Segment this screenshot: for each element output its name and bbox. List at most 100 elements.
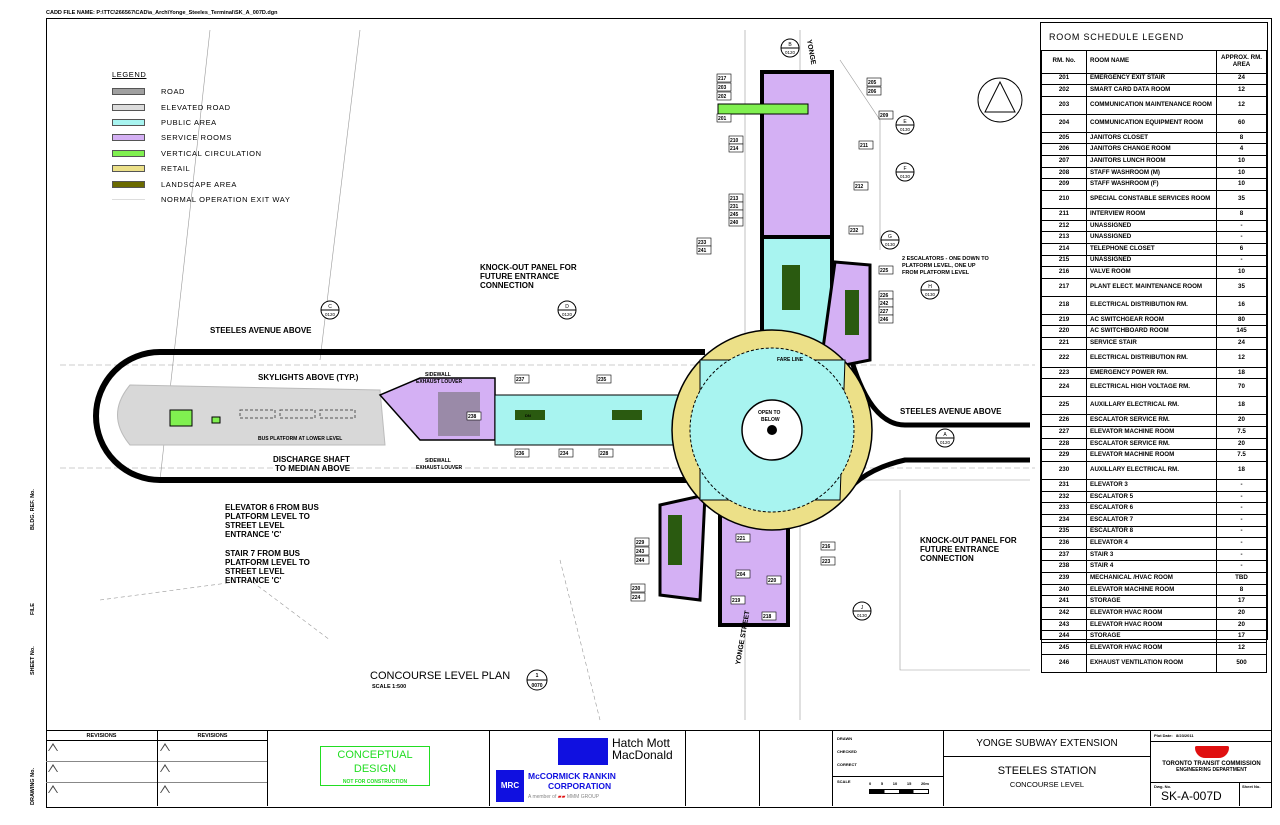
room-tag: 223	[822, 559, 831, 565]
room-area: 80	[1216, 313, 1267, 327]
room-name: ELEVATOR HVAC ROOM	[1086, 618, 1217, 632]
room-area: 10	[1216, 178, 1267, 191]
legend-label: NORMAL OPERATION EXIT WAY	[161, 194, 291, 204]
room-name: EXHAUST VENTILATION ROOM	[1086, 653, 1217, 673]
header-room-name: ROOM NAME	[1086, 51, 1217, 74]
room-area: -	[1216, 478, 1267, 492]
room-tag: 219	[732, 598, 741, 604]
scale-label: SCALE	[837, 779, 851, 784]
bus-platform-area	[117, 384, 386, 446]
mrc-badge: MRC	[496, 770, 524, 802]
room-tag-box	[858, 140, 874, 150]
consultant-logos: Hatch Mott MacDonald MRC McCORMICK RANKI…	[490, 731, 686, 806]
room-number: 206	[1041, 143, 1087, 157]
room-area: 7.5	[1216, 426, 1267, 439]
room-tag: 243	[636, 549, 645, 555]
room-number: 243	[1041, 618, 1087, 632]
room-name: ELEVATOR MACHINE ROOM	[1086, 449, 1217, 462]
room-name: STAIR 4	[1086, 560, 1217, 574]
room-area: 17	[1216, 630, 1267, 643]
section-sheet: 0120	[785, 50, 796, 55]
room-name: ELEVATOR HVAC ROOM	[1086, 607, 1217, 620]
room-name: COMMUNICATION MAINTENANCE ROOM	[1086, 95, 1217, 115]
room-number: 208	[1041, 166, 1087, 180]
stair-7	[211, 416, 221, 424]
legend-swatch	[112, 149, 145, 157]
legend-item: NORMAL OPERATION EXIT WAY	[112, 192, 290, 207]
stamp-line-2: DESIGN	[353, 763, 397, 775]
label-steeles-above-west: STEELES AVENUE ABOVE	[210, 326, 312, 335]
room-area: -	[1216, 548, 1267, 562]
scale-tick: 10	[892, 781, 898, 786]
room-tag-box	[730, 595, 746, 605]
room-name: MECHANICAL /HVAC ROOM	[1086, 572, 1217, 585]
room-tag: 212	[855, 184, 864, 190]
room-tag: 231	[730, 204, 739, 210]
room-tag-box	[630, 592, 646, 602]
section-letter: G	[888, 234, 892, 240]
room-tag: 229	[636, 540, 645, 546]
section-sheet: 0120	[940, 440, 951, 445]
room-area: -	[1216, 525, 1267, 539]
room-tag-box	[716, 73, 732, 83]
ttc-block: Plot Date: 8/23/2011 TORONTO TRANSIT COM…	[1151, 731, 1272, 806]
room-area: 4	[1216, 143, 1267, 157]
section-letter: B	[788, 42, 792, 48]
room-name: ELECTRICAL DISTRIBUTION RM.	[1086, 295, 1217, 315]
label-open-below-2: BELOW	[761, 417, 780, 423]
room-tag-box	[716, 82, 732, 92]
revision-triangle-icon	[160, 785, 170, 793]
plan-title-ref: 1 0070	[526, 669, 548, 691]
revisions-column-2: REVISIONS	[158, 731, 268, 806]
room-tag: 224	[632, 595, 641, 601]
room-tag: 240	[730, 220, 739, 226]
room-number: 214	[1041, 242, 1087, 256]
room-number: 237	[1041, 548, 1087, 562]
room-name: UNASSIGNED	[1086, 254, 1217, 268]
room-tag: 234	[560, 451, 569, 457]
room-area: -	[1216, 537, 1267, 550]
legend-swatch	[112, 165, 145, 173]
room-name: ESCALATOR SERVICE RM.	[1086, 414, 1217, 428]
room-tag: 244	[636, 558, 645, 564]
room-area: 60	[1216, 113, 1267, 133]
label-louver-n-b: EXHAUST LOUVER	[416, 379, 463, 385]
room-name: ELEVATOR 3	[1086, 478, 1217, 492]
section-sheet: 0120	[325, 312, 336, 317]
room-number: 220	[1041, 325, 1087, 339]
room-area: 20	[1216, 607, 1267, 620]
label-knockout-n: CONNECTION	[480, 281, 534, 290]
room-name: ESCALATOR 7	[1086, 513, 1217, 527]
section-sheet: 0130	[857, 613, 868, 618]
section-markers: A0120B0120C0120D0120E0130F0130G0130H0130…	[320, 38, 955, 621]
plot-date: 8/23/2011	[1176, 733, 1194, 738]
room-area: 10	[1216, 155, 1267, 168]
southwest-escalators	[668, 515, 682, 565]
room-tag: 206	[868, 89, 877, 95]
legend-swatch	[112, 198, 145, 200]
blank-column-1	[686, 731, 760, 806]
legend-item: LANDSCAPE AREA	[112, 176, 290, 191]
room-tag-box	[728, 143, 744, 153]
room-area: -	[1216, 231, 1267, 244]
scale-bar	[869, 789, 929, 794]
room-area: 8	[1216, 207, 1267, 221]
room-name: ESCALATOR 5	[1086, 490, 1217, 504]
room-number: 235	[1041, 525, 1087, 539]
mrc-name: McCORMICK RANKIN	[528, 771, 616, 781]
room-number: 242	[1041, 607, 1087, 620]
room-number: 204	[1041, 113, 1087, 133]
label-escalators: 2 ESCALATORS - ONE DOWN TO	[902, 256, 990, 262]
room-number: 229	[1041, 449, 1087, 462]
